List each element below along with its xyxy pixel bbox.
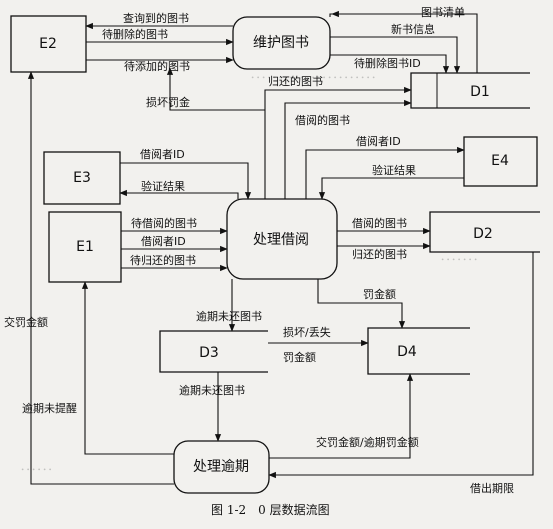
process-overdue-label: 处理逾期 bbox=[193, 459, 249, 475]
flow-deleted-book-id: 待删除图书ID bbox=[330, 54, 450, 74]
svg-text:逾期未还图书: 逾期未还图书 bbox=[179, 383, 245, 397]
flow-due-date: 借出期限 bbox=[268, 252, 534, 495]
node-e3: E3 bbox=[43, 151, 121, 205]
svg-text:待删除图书ID: 待删除图书ID bbox=[354, 56, 421, 70]
svg-text:待借阅的图书: 待借阅的图书 bbox=[131, 216, 197, 230]
store-d2-label: D2 bbox=[473, 226, 493, 242]
damage-loss-line1: 损坏/丢失 bbox=[283, 325, 331, 339]
svg-text:验证结果: 验证结果 bbox=[372, 163, 416, 177]
flow-books-to-borrow: 待借阅的图书 bbox=[121, 216, 228, 235]
svg-text:借阅的图书: 借阅的图书 bbox=[352, 216, 407, 230]
svg-text:借出期限: 借出期限 bbox=[470, 481, 514, 495]
node-e1-label: E1 bbox=[76, 239, 94, 255]
flow-borrower-id-e4: 借阅者ID bbox=[305, 135, 465, 199]
process-maintain: 维护图书 bbox=[232, 16, 331, 70]
svg-text:损坏罚金: 损坏罚金 bbox=[146, 95, 190, 109]
flow-borrower-id-e1: 借阅者ID bbox=[121, 235, 228, 253]
svg-text:借阅的图书: 借阅的图书 bbox=[295, 113, 350, 127]
node-e3-label: E3 bbox=[73, 170, 91, 186]
flow-books-to-delete: 待删除的图书 bbox=[86, 27, 234, 46]
store-d1: D1 bbox=[410, 72, 530, 109]
store-d4-label: D4 bbox=[397, 344, 417, 360]
node-e2-label: E2 bbox=[39, 36, 57, 52]
damage-loss-line2: 罚金额 bbox=[283, 350, 316, 364]
svg-text:新书信息: 新书信息 bbox=[391, 22, 435, 36]
process-borrow-label: 处理借阅 bbox=[253, 232, 309, 248]
store-d2: D2 bbox=[429, 211, 540, 253]
flow-borrower-id-e3: 借阅者ID bbox=[120, 148, 252, 200]
flow-overdue-books-d3: 逾期未还图书 bbox=[196, 279, 262, 332]
svg-text:归还的图书: 归还的图书 bbox=[352, 247, 407, 261]
flow-overdue-reminder: 逾期未提醒 bbox=[22, 281, 174, 455]
flow-returned-books-d1: 归还的图书 bbox=[264, 74, 412, 199]
svg-text:交罚金额/逾期罚金额: 交罚金额/逾期罚金额 bbox=[316, 435, 419, 449]
flow-fine-amount: 罚金额 bbox=[317, 279, 406, 329]
flow-books-to-add: 待添加的图书 bbox=[86, 56, 234, 73]
svg-text:待归还的图书: 待归还的图书 bbox=[130, 253, 196, 267]
flow-overdue-books-d3b: 逾期未还图书 bbox=[179, 372, 245, 442]
store-d1-label: D1 bbox=[470, 84, 490, 100]
flow-paid-fine: 交罚金额 bbox=[4, 71, 174, 485]
svg-text:查询到的图书: 查询到的图书 bbox=[123, 11, 189, 25]
svg-text:．．．．．．: ．．．．．． bbox=[20, 460, 59, 473]
svg-text:借阅者ID: 借阅者ID bbox=[141, 235, 186, 248]
background-noise: ．．．．．．．．．．．．．．．．．．．．．．． ．．．．．．． ．．．．．． bbox=[20, 68, 484, 473]
store-d3-label: D3 bbox=[199, 345, 219, 361]
node-e4: E4 bbox=[463, 136, 538, 187]
flow-damage-fee: 损坏罚金 bbox=[146, 67, 265, 111]
svg-text:罚金额: 罚金额 bbox=[363, 287, 396, 301]
store-d4: D4 bbox=[367, 327, 470, 375]
flow-paid-overdue-fine: 交罚金额/逾期罚金额 bbox=[269, 373, 419, 459]
node-e4-label: E4 bbox=[491, 153, 509, 169]
svg-text:待删除的图书: 待删除的图书 bbox=[102, 27, 168, 41]
flow-new-book-info: 新书信息 bbox=[330, 22, 461, 74]
svg-text:借阅者ID: 借阅者ID bbox=[140, 148, 185, 161]
svg-text:归还的图书: 归还的图书 bbox=[268, 74, 323, 88]
svg-text:．．．．．．．．．．．．．．．．．．．．．．．: ．．．．．．．．．．．．．．．．．．．．．．． bbox=[250, 68, 382, 81]
flow-borrowed-books-d2: 借阅的图书 bbox=[337, 216, 431, 235]
svg-text:交罚金额: 交罚金额 bbox=[4, 315, 48, 329]
flow-returned-books-d2: 归还的图书 bbox=[337, 242, 431, 261]
figure-caption: 图 1-2 0 层数据流图 bbox=[211, 502, 330, 517]
svg-text:验证结果: 验证结果 bbox=[141, 179, 185, 193]
flow-damage-loss-fine: 损坏/丢失 罚金额 bbox=[268, 325, 369, 364]
process-borrow: 处理借阅 bbox=[226, 198, 338, 280]
svg-text:逾期未提醒: 逾期未提醒 bbox=[22, 401, 77, 415]
flow-verify-result-e4: 验证结果 bbox=[318, 163, 464, 200]
svg-text:．．．．．．．: ．．．．．．． bbox=[440, 250, 484, 263]
flow-books-to-return: 待归还的图书 bbox=[121, 253, 228, 272]
store-d3: D3 bbox=[159, 330, 268, 373]
svg-text:逾期未还图书: 逾期未还图书 bbox=[196, 309, 262, 323]
svg-text:图书清单: 图书清单 bbox=[421, 6, 465, 19]
node-e2: E2 bbox=[10, 15, 87, 73]
flow-queried-books: 查询到的图书 bbox=[85, 11, 233, 30]
svg-text:借阅者ID: 借阅者ID bbox=[356, 135, 401, 148]
flow-borrowed-books-d1: 借阅的图书 bbox=[284, 99, 412, 199]
process-maintain-label: 维护图书 bbox=[253, 35, 309, 51]
node-e1: E1 bbox=[48, 211, 122, 283]
flow-book-list: 图书清单 bbox=[329, 6, 478, 73]
svg-text:待添加的图书: 待添加的图书 bbox=[124, 59, 190, 73]
flow-verify-result-e3: 验证结果 bbox=[119, 179, 239, 199]
process-overdue: 处理逾期 bbox=[173, 440, 270, 494]
